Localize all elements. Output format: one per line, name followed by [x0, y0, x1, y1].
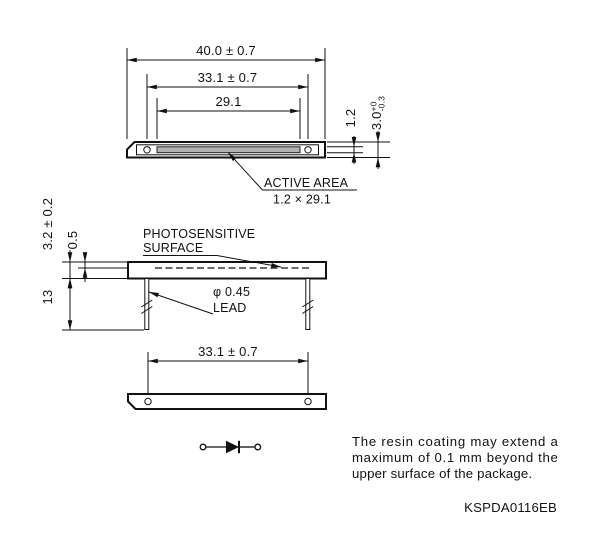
bottom-view-dimension-lines — [147, 352, 309, 398]
lead-diameter-label: φ 0.45 — [213, 285, 250, 299]
note-block: The resin coating may extend a maximum o… — [352, 434, 558, 515]
note-line-2: maximum of 0.1 mm beyond the — [352, 450, 558, 465]
active-area-callout: ACTIVE AREA 1.2 × 29.1 — [227, 151, 357, 207]
anode-terminal-icon — [199, 443, 207, 451]
dim-hole-pitch: 33.1 ± 0.7 — [198, 70, 258, 85]
top-view-dimension-lines — [126, 57, 326, 114]
lead-callout: φ 0.45 LEAD — [148, 285, 250, 315]
dim-hole-pitch-bottom: 33.1 ± 0.7 — [198, 344, 258, 359]
hole-right-bottom — [304, 397, 312, 406]
photosensitive-callout: PHOTOSENSITIVE SURFACE — [143, 227, 282, 268]
lead-label: LEAD — [213, 301, 246, 315]
dim-active-width: 1.2 — [343, 109, 358, 128]
note-line-1: The resin coating may extend a — [352, 434, 558, 449]
side-view-dimension-lines — [62, 250, 144, 331]
package-outline-side — [127, 261, 327, 280]
active-area-size: 1.2 × 29.1 — [273, 193, 331, 207]
dim-surface-depth: 0.5 — [65, 231, 80, 250]
leads — [141, 278, 314, 330]
active-area-label: ACTIVE AREA — [264, 176, 349, 190]
diode-triangle-icon — [226, 440, 239, 454]
mounting-hole-left — [143, 146, 151, 154]
cathode-terminal-icon — [254, 443, 262, 451]
dim-package-height: 3.2 ± 0.2 — [40, 198, 55, 250]
active-area-strip — [156, 146, 301, 154]
top-view-right-extension-lines — [327, 131, 390, 169]
photodiode-symbol — [199, 440, 262, 454]
dim-package-depth: 3.0+0-0.3 — [369, 96, 387, 130]
side-view: 3.2 ± 0.2 0.5 13 PHOTOSENSITIVE SURFACE … — [40, 198, 327, 331]
mounting-hole-right — [304, 146, 312, 154]
dim-active-length: 29.1 — [215, 94, 241, 109]
photosensitive-label-line2: SURFACE — [143, 241, 203, 255]
bottom-view: 33.1 ± 0.7 — [127, 344, 327, 410]
lead-break-marks — [141, 299, 314, 314]
top-view: 40.0 ± 0.7 33.1 ± 0.7 29.1 1.2 3.0+0-0.3 — [126, 43, 390, 207]
hole-left-bottom — [144, 397, 152, 406]
drawing-code: KSPDA0116EB — [464, 500, 557, 515]
photosensitive-label-line1: PHOTOSENSITIVE — [143, 227, 255, 241]
dim-lead-length: 13 — [40, 290, 55, 305]
note-line-3: upper surface of the package. — [352, 466, 532, 481]
package-outline-bottom — [127, 393, 327, 410]
dim-overall-width: 40.0 ± 0.7 — [196, 43, 256, 58]
